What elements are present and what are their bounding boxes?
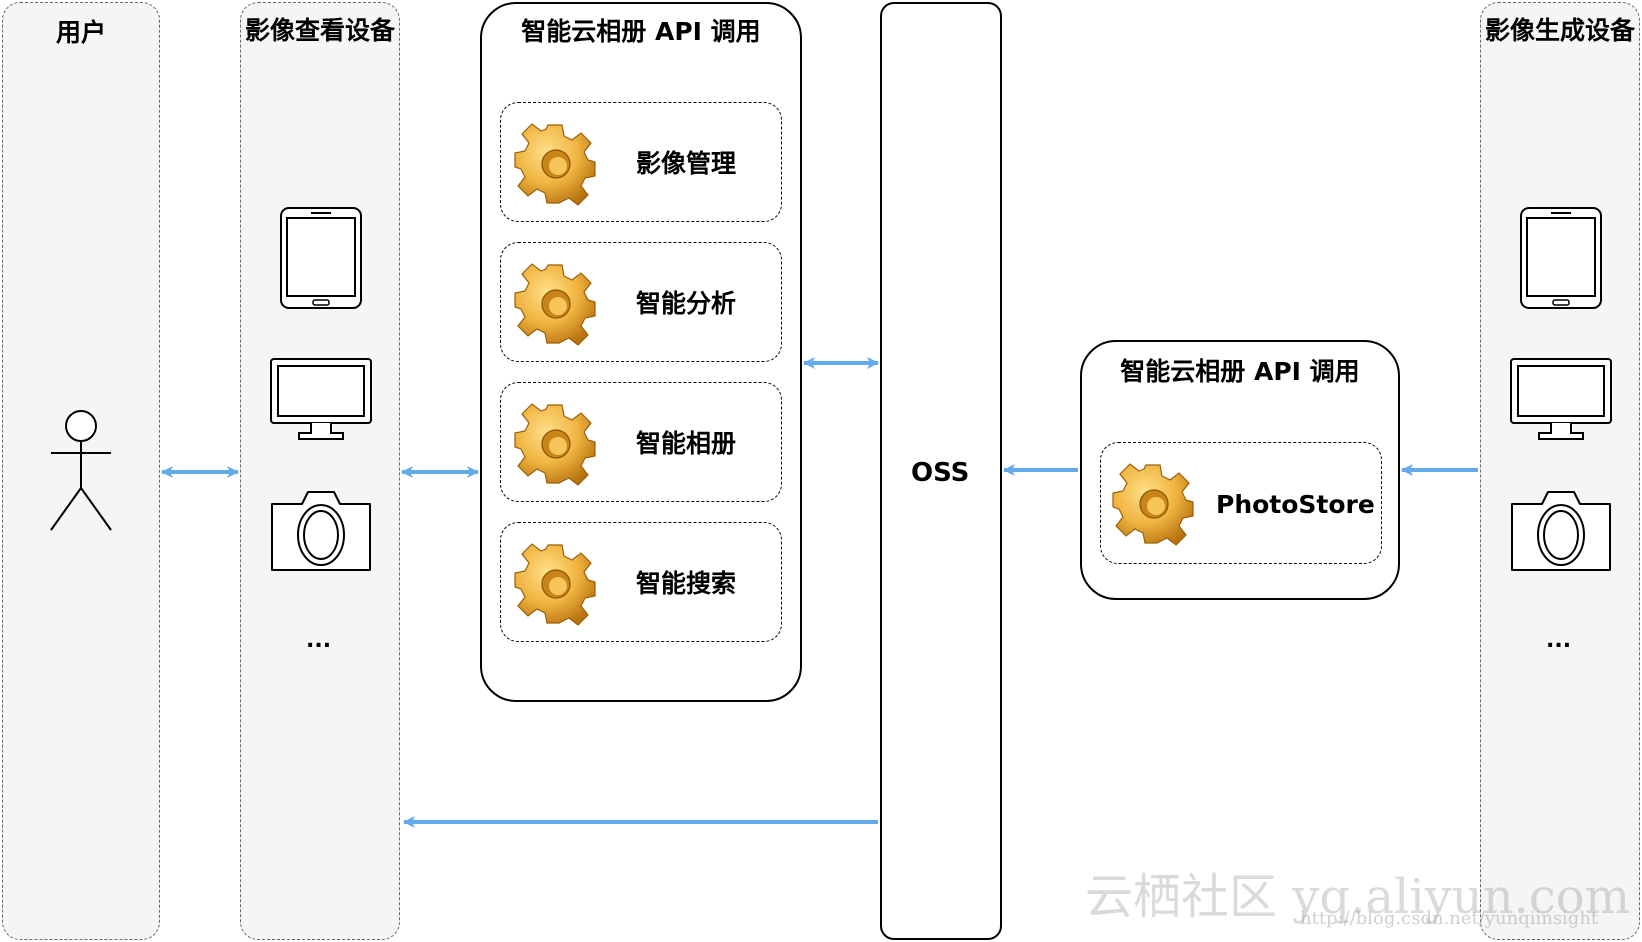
camera-icon xyxy=(271,491,371,571)
generator-lane xyxy=(1480,2,1640,940)
viewer-ellipsis: ... xyxy=(306,628,332,653)
module-label: 智能相册 xyxy=(636,429,737,458)
gear-icon xyxy=(514,263,596,346)
module-label: 智能搜索 xyxy=(636,569,737,598)
module-label: PhotoStore xyxy=(1216,490,1375,519)
camera-icon xyxy=(1511,491,1611,571)
module-photostore xyxy=(1100,442,1382,564)
gear-icon xyxy=(1112,463,1194,546)
generator-lane-title: 影像生成设备 xyxy=(1484,16,1635,45)
gear-icon xyxy=(514,403,596,486)
oss-storage xyxy=(880,2,1002,940)
viewer-lane-title: 影像查看设备 xyxy=(244,16,395,45)
monitor-icon xyxy=(270,358,372,440)
tablet-icon xyxy=(280,207,362,309)
watermark: 云栖社区 yq.aliyun.com xyxy=(1085,869,1631,925)
generator-ellipsis: ... xyxy=(1546,628,1572,653)
oss-label: OSS xyxy=(911,458,970,488)
module-label: 智能分析 xyxy=(636,289,737,318)
person-icon xyxy=(50,410,112,531)
tablet-icon xyxy=(1520,207,1602,309)
watermark-url: http://blog.csdn.net/yunqiinsight xyxy=(1300,908,1599,929)
api-panel-store-title: 智能云相册 API 调用 xyxy=(1120,357,1360,386)
api-panel-main-title: 智能云相册 API 调用 xyxy=(521,17,761,46)
monitor-icon xyxy=(1510,358,1612,440)
viewer-lane xyxy=(240,2,400,940)
gear-icon xyxy=(514,543,596,626)
module-label: 影像管理 xyxy=(636,149,737,178)
user-lane-title: 用户 xyxy=(55,18,106,47)
gear-icon xyxy=(514,123,596,206)
